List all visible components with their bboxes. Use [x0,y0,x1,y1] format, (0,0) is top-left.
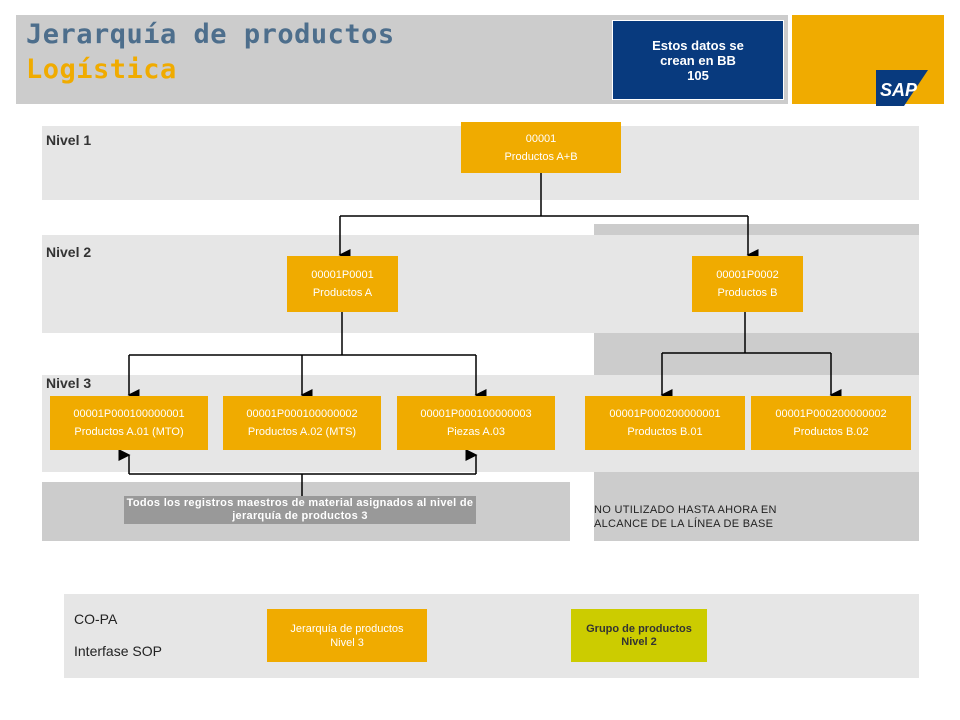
node-b: 00001P0002 Productos B [692,256,803,312]
level3-label: Nivel 3 [46,375,92,391]
node-b01-name: Productos B.01 [627,426,703,438]
node-b01: 00001P000200000001 Productos B.01 [585,396,745,450]
level1-label: Nivel 1 [46,132,92,148]
node-a02-name: Productos A.02 (MTS) [247,426,357,438]
brand-strip [792,15,944,104]
sap-logo: SAP [876,70,928,106]
node-root-name: Productos A+B [504,150,578,163]
node-b-code: 00001P0002 [716,269,779,281]
copa-hierarchy-box: Jerarquía de productos Nivel 3 [267,609,427,662]
product-group-box: Grupo de productos Nivel 2 [571,609,707,662]
copa-band [64,594,919,678]
copa-hierarchy-line1: Jerarquía de productos [290,622,404,635]
unused-note-line1: NO UTILIZADO HASTA AHORA EN [594,504,777,516]
node-b-name: Productos B [717,287,778,299]
copa-label: CO-PA [74,611,118,627]
node-a03-code: 00001P000100000003 [420,408,532,420]
node-a01-name: Productos A.01 (MTO) [74,426,184,438]
product-group-line2: Nivel 2 [621,635,657,648]
node-a03-name: Piezas A.03 [446,426,506,438]
node-a03: 00001P000100000003 Piezas A.03 [397,396,555,450]
unused-band [594,472,919,541]
node-b01-code: 00001P000200000001 [609,408,721,420]
node-b02: 00001P000200000002 Productos B.02 [751,396,911,450]
gap-band [594,333,919,375]
level2-label: Nivel 2 [46,244,92,260]
page-title: Jerarquía de productos [26,19,395,50]
node-a02-code: 00001P000100000002 [246,408,358,420]
node-root-code: 00001 [525,132,557,145]
page-subtitle: Logística [26,54,177,85]
product-group-line1: Grupo de productos [586,622,692,635]
copa-hierarchy-line2: Nivel 3 [330,636,364,649]
node-a01: 00001P000100000001 Productos A.01 (MTO) [50,396,208,450]
node-a-name: Productos A [312,287,373,299]
node-a: 00001P0001 Productos A [287,256,398,312]
node-a01-code: 00001P000100000001 [73,408,185,420]
node-a-code: 00001P0001 [311,269,374,281]
node-a02: 00001P000100000002 Productos A.02 (MTS) [223,396,381,450]
materials-note-text: Todos los registros maestros de material… [126,497,474,522]
node-b02-code: 00001P000200000002 [775,408,887,420]
unused-note: NO UTILIZADO HASTA AHORA EN ALCANCE DE L… [594,503,777,531]
bb105-note-text: Estos datos se crean en BB 105 [652,37,744,83]
node-root: 00001 Productos A+B [461,122,621,173]
unused-note-line2: ALCANCE DE LA LÍNEA DE BASE [594,518,774,530]
sop-label: Interfase SOP [74,643,162,659]
materials-note: Todos los registros maestros de material… [124,496,476,524]
sap-logo-text: SAP [880,80,918,100]
bb105-note: Estos datos se crean en BB 105 [612,20,784,100]
node-b02-name: Productos B.02 [793,426,869,438]
level2-band-top [594,224,919,236]
